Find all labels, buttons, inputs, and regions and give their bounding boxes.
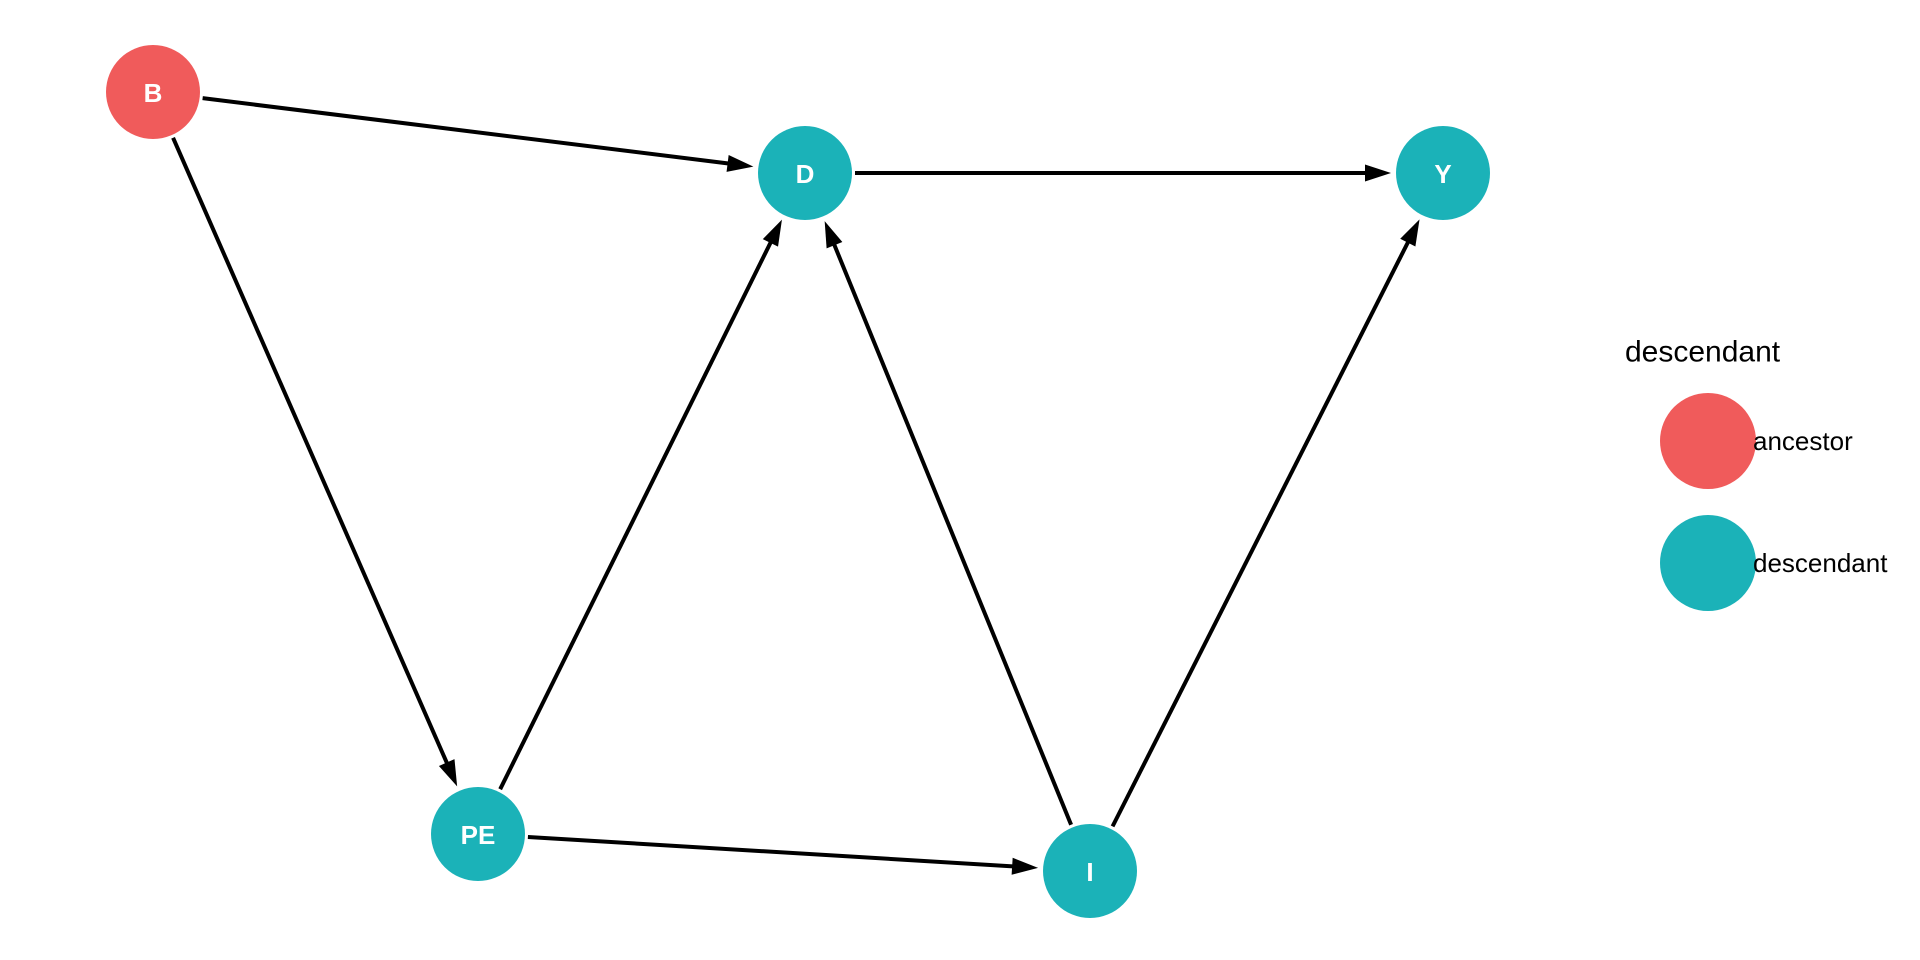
arrowhead-icon: [824, 221, 843, 249]
edge-pe-to-d: [498, 219, 782, 791]
arrowhead-icon: [726, 154, 754, 172]
node-circle[interactable]: [758, 126, 852, 220]
nodes-layer: B D Y PE I: [106, 45, 1490, 918]
arrowhead-icon: [762, 219, 782, 247]
legend-title: descendant: [1625, 336, 1781, 369]
edge-b-to-d: [202, 96, 754, 172]
edge-b-to-pe: [171, 136, 458, 787]
arrowhead-icon: [438, 759, 458, 787]
node-circle[interactable]: [1043, 824, 1137, 918]
node-pe[interactable]: PE: [431, 787, 525, 881]
edge-line: [171, 136, 451, 769]
edge-i-to-y: [1110, 219, 1420, 828]
legend-item-ancestor[interactable]: ancestor: [1660, 393, 1853, 489]
node-d[interactable]: D: [758, 126, 852, 220]
legend-item-descendant[interactable]: descendant: [1660, 515, 1888, 611]
edge-line: [1110, 236, 1413, 828]
legend-label: descendant: [1753, 548, 1888, 578]
node-y[interactable]: Y: [1396, 126, 1490, 220]
node-circle[interactable]: [1396, 126, 1490, 220]
edge-line: [202, 96, 734, 167]
legend-swatch-descendant[interactable]: [1660, 515, 1756, 611]
node-circle[interactable]: [431, 787, 525, 881]
edge-line: [830, 238, 1073, 826]
arrowhead-icon: [1365, 164, 1391, 182]
legend-swatch-ancestor[interactable]: [1660, 393, 1756, 489]
legend-label: ancestor: [1753, 426, 1853, 456]
node-circle[interactable]: [106, 45, 200, 139]
arrowhead-icon: [1011, 857, 1039, 875]
node-i[interactable]: I: [1043, 824, 1137, 918]
legend: descendant ancestor descendant: [1625, 336, 1888, 611]
arrowhead-icon: [1400, 219, 1420, 247]
edge-d-to-y: [855, 164, 1391, 182]
node-b[interactable]: B: [106, 45, 200, 139]
edges-layer: [171, 96, 1420, 875]
edge-line: [498, 236, 775, 791]
edge-i-to-d: [824, 221, 1073, 826]
edge-line: [527, 835, 1019, 869]
edge-pe-to-i: [527, 835, 1039, 875]
